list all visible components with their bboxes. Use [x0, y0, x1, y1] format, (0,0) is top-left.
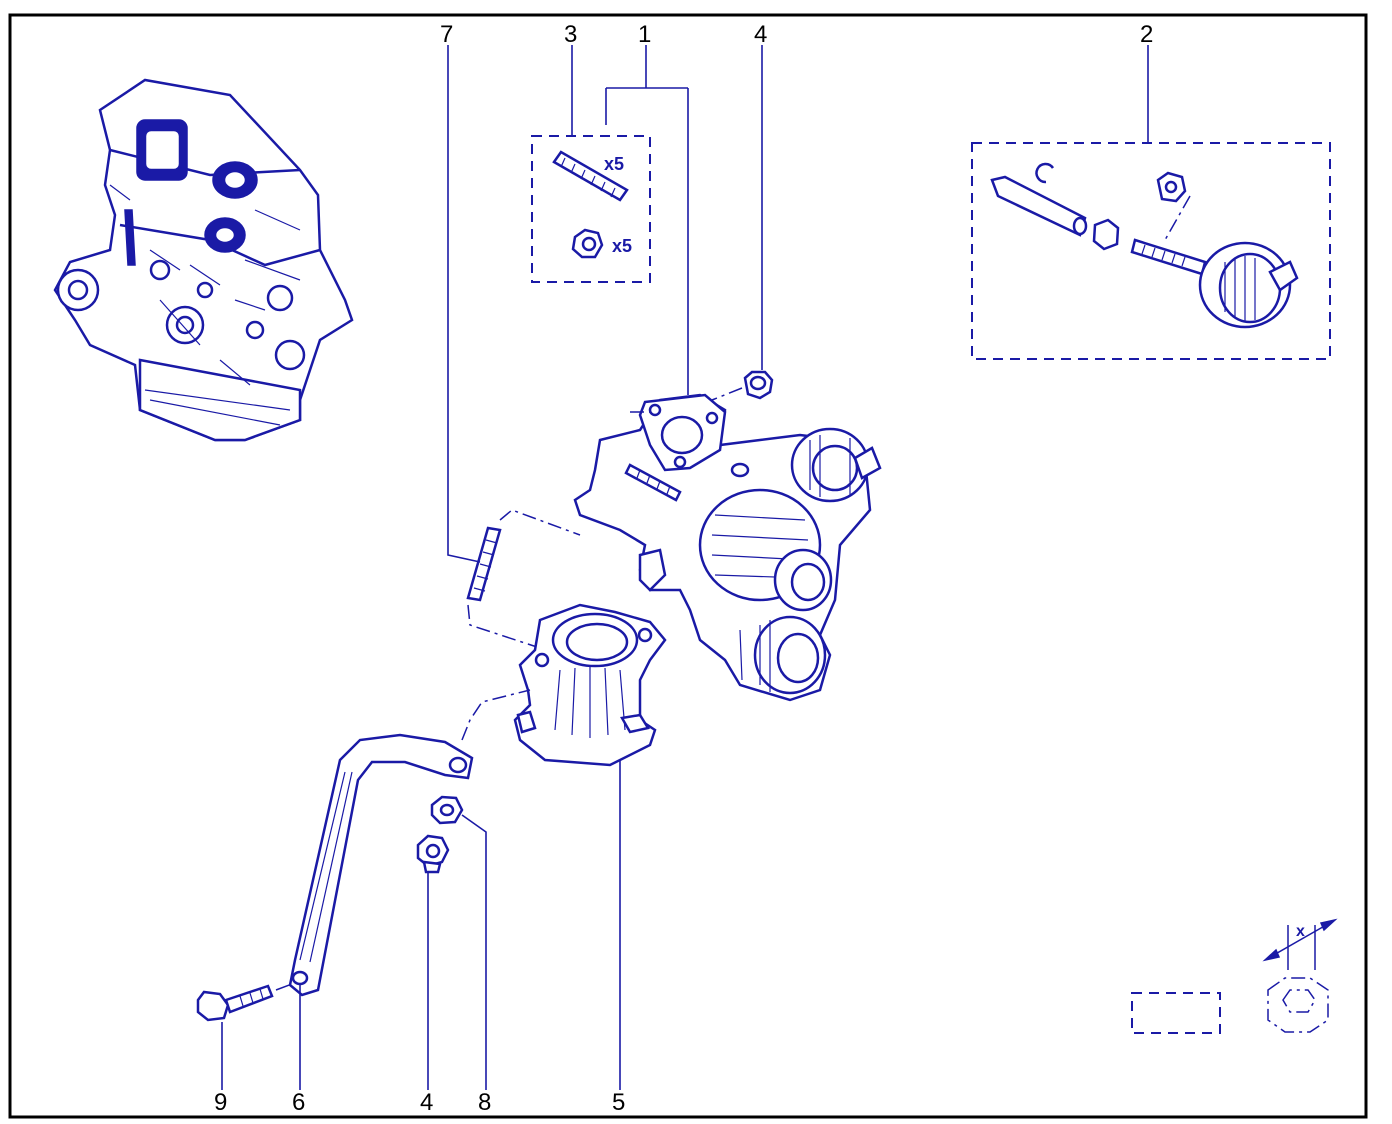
- callout-2: 2: [1140, 21, 1153, 48]
- callout-3: 3: [564, 21, 577, 48]
- callout-1: 1: [638, 21, 651, 48]
- callout-4-top: 4: [754, 21, 767, 48]
- engine-locator-illustration: [53, 78, 354, 442]
- tightening-angle-symbol: x: [1131, 918, 1338, 1034]
- value-placeholder-box: [1131, 992, 1221, 1034]
- nut-part-4-bottom: [416, 834, 450, 874]
- angle-label: x: [1296, 923, 1305, 940]
- bolt-part-9: [196, 984, 274, 1022]
- kit-3-studs-nuts: x5 x5: [531, 135, 651, 283]
- turbo-nut-icon: [743, 370, 774, 400]
- nut-quantity: x5: [612, 236, 632, 256]
- leader-lines: [221, 45, 1149, 1090]
- circlip-icon: [1035, 162, 1055, 184]
- callout-5: 5: [612, 1089, 625, 1116]
- callout-7: 7: [440, 21, 453, 48]
- callout-6: 6: [292, 1089, 305, 1116]
- nut-icon: [571, 228, 604, 259]
- callout-4-bottom: 4: [420, 1089, 433, 1116]
- turbocharger-illustration: [573, 393, 882, 702]
- exhaust-elbow-part-5: [513, 603, 667, 767]
- stud-icon: [552, 150, 629, 202]
- actuator-canister-icon: [1130, 238, 1299, 329]
- washer-part-8: [430, 795, 464, 825]
- kit-2-box: [971, 142, 1331, 360]
- callout-8: 8: [478, 1089, 491, 1116]
- callout-numbers-bottom: 9 6 4 8 5: [214, 1089, 625, 1116]
- stud-part-7: [466, 526, 502, 602]
- kit-2-wastegate-actuator: [971, 142, 1331, 360]
- kit-3-box: [531, 135, 651, 283]
- support-bracket-part-6: [288, 733, 474, 997]
- stud-quantity: x5: [604, 154, 624, 174]
- callout-numbers-top: 7 3 1 4 2: [440, 21, 1153, 48]
- callout-9: 9: [214, 1089, 227, 1116]
- actuator-nut-icon: [1156, 171, 1187, 203]
- diagram-frame: [8, 13, 1368, 1119]
- hex-nut-icon: [1092, 218, 1120, 251]
- actuator-rod-icon: [990, 175, 1088, 237]
